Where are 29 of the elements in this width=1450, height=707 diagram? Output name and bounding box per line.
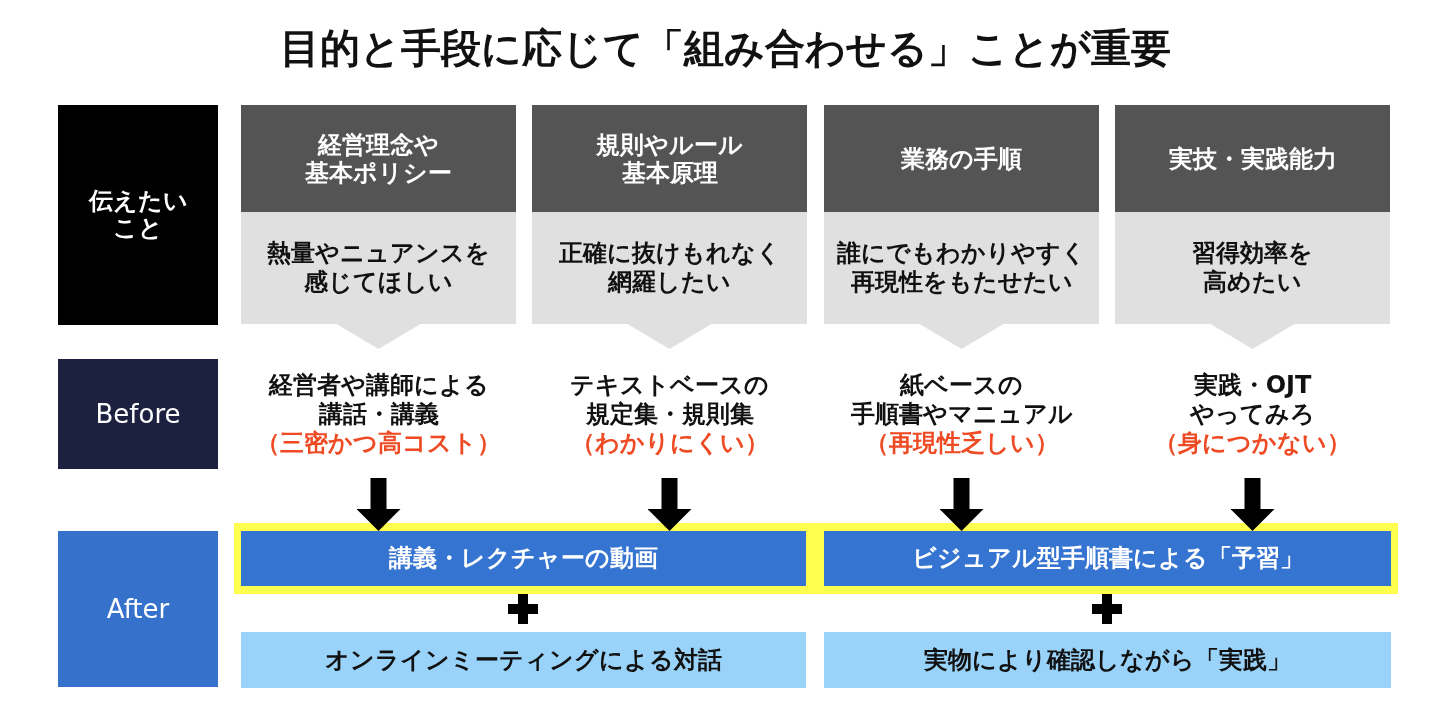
arrow <box>647 478 692 531</box>
supplement-box: 実物により確認しながら「実践」 <box>824 632 1391 688</box>
row-header: Before <box>58 359 218 469</box>
arrow <box>356 478 401 531</box>
row-header: 伝えたいこと <box>58 105 218 325</box>
description-text: 経営者や講師による講話・講義 <box>268 371 489 429</box>
body-text: 誰にでもわかりやすく再現性をもたせたい <box>837 239 1086 297</box>
title: 目的と手段に応じて「組み合わせる」ことが重要 <box>278 24 1172 73</box>
note-text: （身につかない） <box>1154 429 1351 458</box>
note-text: （わかりにくい） <box>570 429 769 458</box>
method-box: ビジュアル型手順書による「予習」 <box>824 531 1391 586</box>
supplement-box: オンラインミーティングによる対話 <box>241 632 806 688</box>
method-box: 講義・レクチャーの動画 <box>241 531 806 586</box>
heading-text: 規則やルール基本原理 <box>596 130 743 187</box>
description-text: 紙ベースの手順書やマニュアル <box>850 371 1073 429</box>
body-text: 正確に抜けもれなく網羅したい <box>558 239 781 297</box>
note-text: （再現性乏しい） <box>864 429 1059 458</box>
arrow <box>1230 478 1275 531</box>
heading-text: 業務の手順 <box>901 144 1022 173</box>
heading-text: 経営理念や基本ポリシー <box>305 130 452 187</box>
body-text: 習得効率を高めたい <box>1192 239 1313 297</box>
note-text: （三密かつ高コスト） <box>256 429 501 458</box>
description-text: 実践・OJTやってみろ <box>1190 371 1315 429</box>
body-text: 熱量やニュアンスを感じてほしい <box>267 239 490 297</box>
arrow <box>939 478 984 531</box>
heading-text: 実技・実践能力 <box>1168 144 1337 173</box>
highlight-frame <box>234 523 1398 594</box>
description-text: テキストベースの規定集・規則集 <box>570 371 769 429</box>
row-header: After <box>58 531 218 687</box>
